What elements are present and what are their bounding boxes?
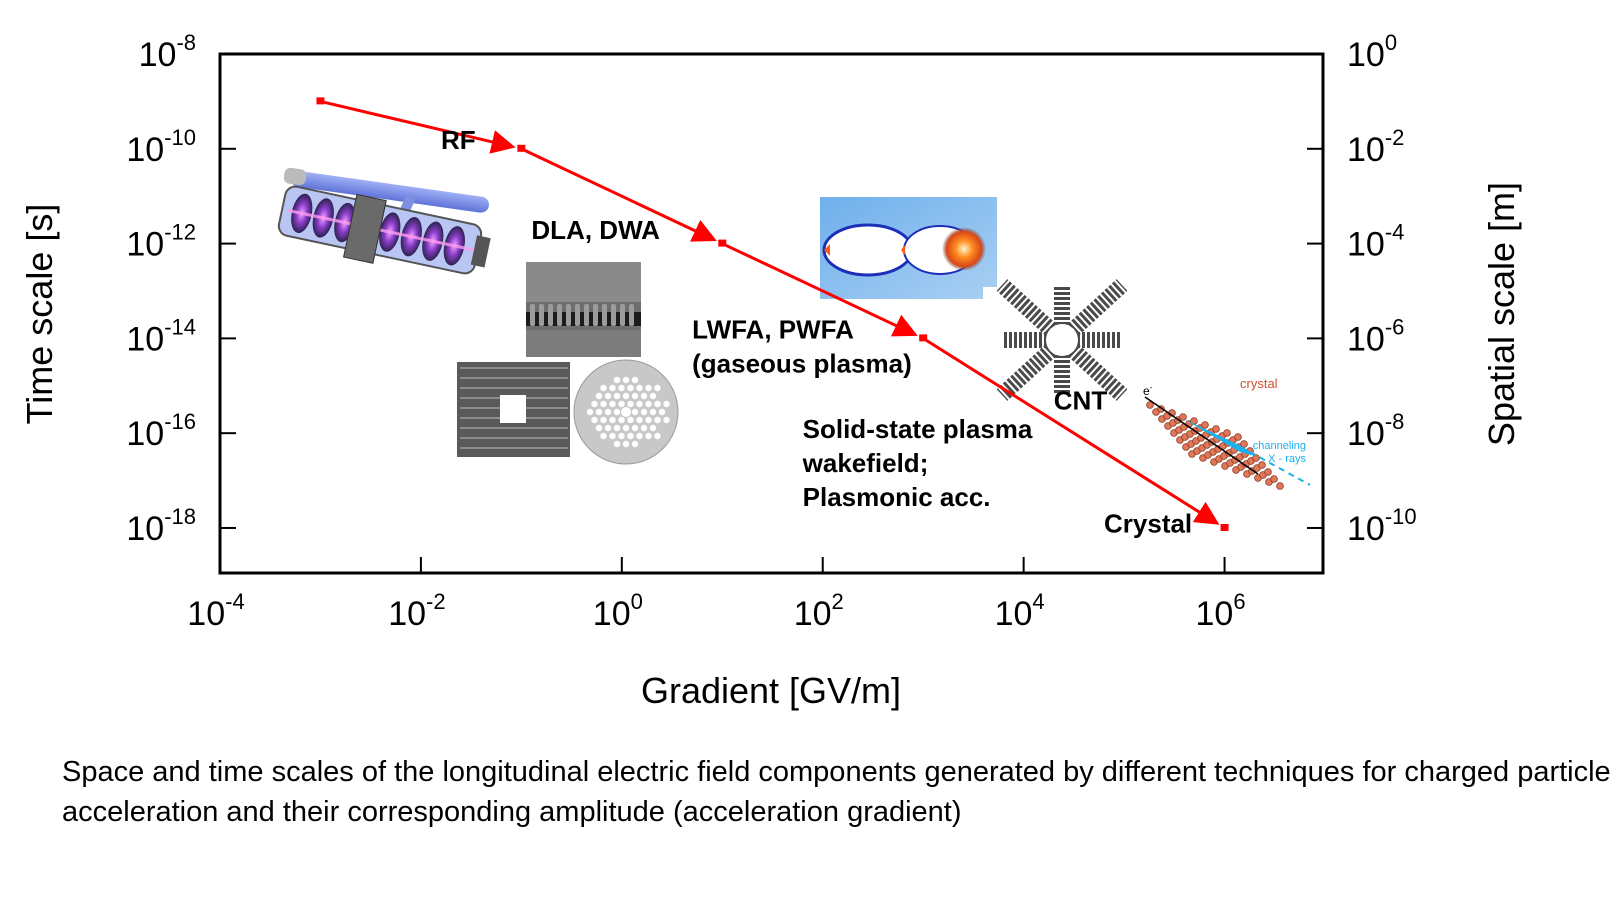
- series-segment: [725, 243, 918, 337]
- woodpile-structure: [457, 362, 570, 457]
- annotation-label: LWFA, PWFA(gaseous plasma): [692, 314, 912, 378]
- x-tick-label: 102: [794, 589, 844, 633]
- x-tick-label: 100: [593, 589, 643, 633]
- y-axis-left: 10-8 10-10 10-12 10-14 10-16 10-18: [126, 30, 236, 548]
- plot-frame: [218, 52, 1325, 575]
- electron-track: [1144, 396, 1259, 475]
- y-tick-label: 10-16: [126, 409, 196, 453]
- y-axis-title: Time scale [s]: [19, 204, 60, 425]
- data-point: [1220, 523, 1229, 531]
- annotation-label: CNT: [1054, 385, 1108, 415]
- x-axis-title: Gradient [GV/m]: [641, 670, 901, 711]
- photonic-fiber: [573, 359, 679, 465]
- x-tick-label: 106: [1196, 589, 1246, 633]
- data-point: [517, 144, 526, 152]
- y2-axis-title: Spatial scale [m]: [1481, 182, 1522, 446]
- y-tick-label: 10-18: [126, 504, 196, 548]
- xrays-label: X - rays: [1268, 453, 1306, 465]
- annotation-label: RF: [441, 125, 476, 155]
- figure-caption: Space and time scales of the longitudina…: [62, 756, 1611, 828]
- series-segment: [524, 149, 717, 242]
- y2-tick-label: 10-8: [1347, 409, 1404, 453]
- x-tick-label: 10-4: [187, 589, 244, 633]
- y2-tick-label: 100: [1347, 30, 1397, 74]
- rf-cavity-illustration: [277, 167, 491, 275]
- x-axis: 10-4 10-2 100 102 104 106: [187, 557, 1246, 633]
- y2-tick-label: 10-6: [1347, 314, 1404, 358]
- data-point: [316, 97, 325, 105]
- annotations: RF DLA, DWA LWFA, PWFA(gaseous plasma) CNT S…: [441, 125, 1192, 539]
- y2-tick-label: 10-4: [1347, 220, 1404, 264]
- crystal-channeling-diagram: e- crystal channeling X - rays: [1143, 376, 1311, 490]
- channeling-label: channeling: [1253, 440, 1306, 452]
- y-tick-label: 10-10: [126, 125, 196, 169]
- series-segment: [324, 100, 516, 154]
- data-point: [718, 239, 727, 247]
- x-tick-label: 104: [995, 589, 1045, 633]
- series-segment: [925, 339, 1220, 525]
- crystal-inset-label: crystal: [1240, 376, 1278, 391]
- data-point: [919, 334, 928, 342]
- dla-sem-image: [526, 262, 641, 357]
- x-tick-label: 10-2: [388, 589, 445, 633]
- y-tick-label: 10-14: [126, 314, 196, 358]
- y-tick-label: 10-12: [126, 220, 196, 264]
- plasma-wake-simulation: [820, 197, 997, 299]
- y-axis-right: 100 10-2 10-4 10-6 10-8 10-10: [1307, 30, 1417, 548]
- annotation-label: DLA, DWA: [531, 215, 660, 245]
- particle-label: e-: [1143, 383, 1153, 398]
- y-tick-label: 10-8: [139, 30, 196, 74]
- annotation-label: Crystal: [1104, 509, 1192, 539]
- y2-tick-label: 10-2: [1347, 125, 1404, 169]
- series-layer: [316, 97, 1229, 531]
- y2-tick-label: 10-10: [1347, 504, 1417, 548]
- carbon-nanotube-bundle: [983, 279, 1128, 401]
